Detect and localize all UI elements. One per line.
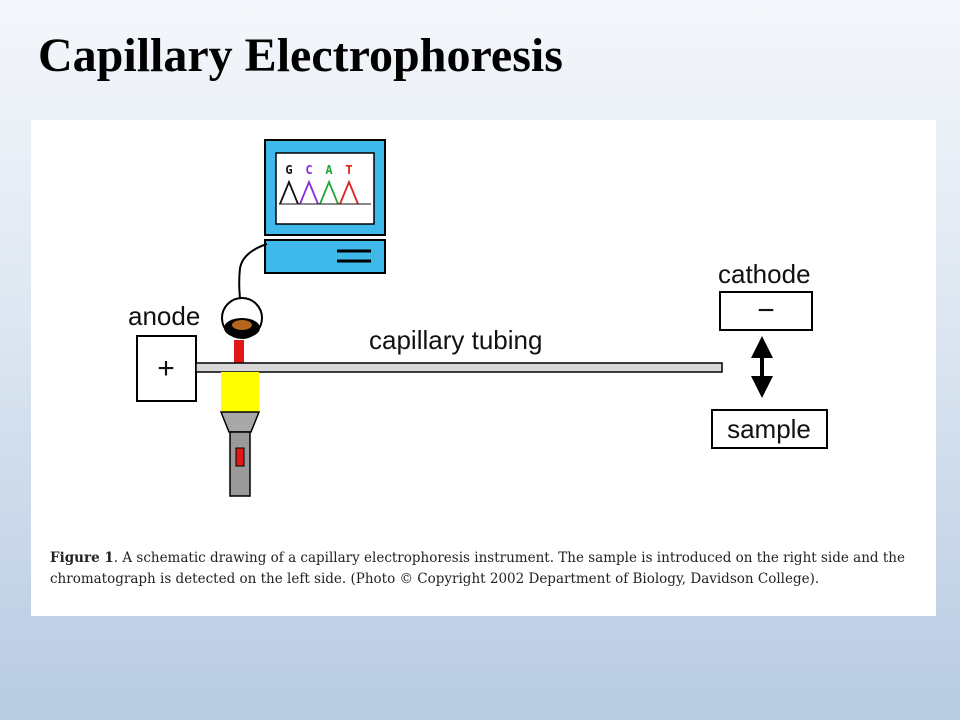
slide-title: Capillary Electrophoresis — [38, 29, 563, 82]
anode-label: anode — [128, 301, 200, 331]
trace-peak-t — [339, 179, 359, 205]
cathode-minus-sign: − — [757, 294, 775, 327]
trace-letter-g: G — [285, 163, 292, 177]
chromatogram-trace — [279, 179, 371, 205]
caption-text: . A schematic drawing of a capillary ele… — [50, 550, 905, 587]
anode-plus-sign: + — [157, 352, 175, 385]
detection-window — [221, 372, 259, 412]
capillary-tube — [195, 362, 723, 373]
anode-box — [136, 335, 197, 402]
detector-icon — [221, 297, 263, 339]
trace-letter-t: T — [345, 163, 352, 177]
flashlight-icon — [219, 411, 261, 497]
capillary-tubing-label: capillary tubing — [369, 325, 542, 355]
trace-letter-c: C — [305, 163, 312, 177]
cathode-label: cathode — [718, 259, 811, 289]
trace-letter-a: A — [325, 163, 333, 177]
trace-peak-c — [299, 179, 319, 205]
double-arrow-icon — [751, 336, 773, 398]
detector-cable — [238, 243, 268, 307]
sample-label: sample — [727, 414, 811, 444]
computer-base — [264, 239, 386, 274]
cathode-box — [719, 291, 813, 331]
sample-box — [711, 409, 828, 449]
caption-lead: Figure 1 — [50, 550, 114, 566]
figure-caption: Figure 1. A schematic drawing of a capil… — [50, 548, 920, 590]
laser-beam — [234, 340, 244, 364]
trace-peak-a — [319, 179, 339, 205]
trace-peak-g — [279, 179, 299, 205]
